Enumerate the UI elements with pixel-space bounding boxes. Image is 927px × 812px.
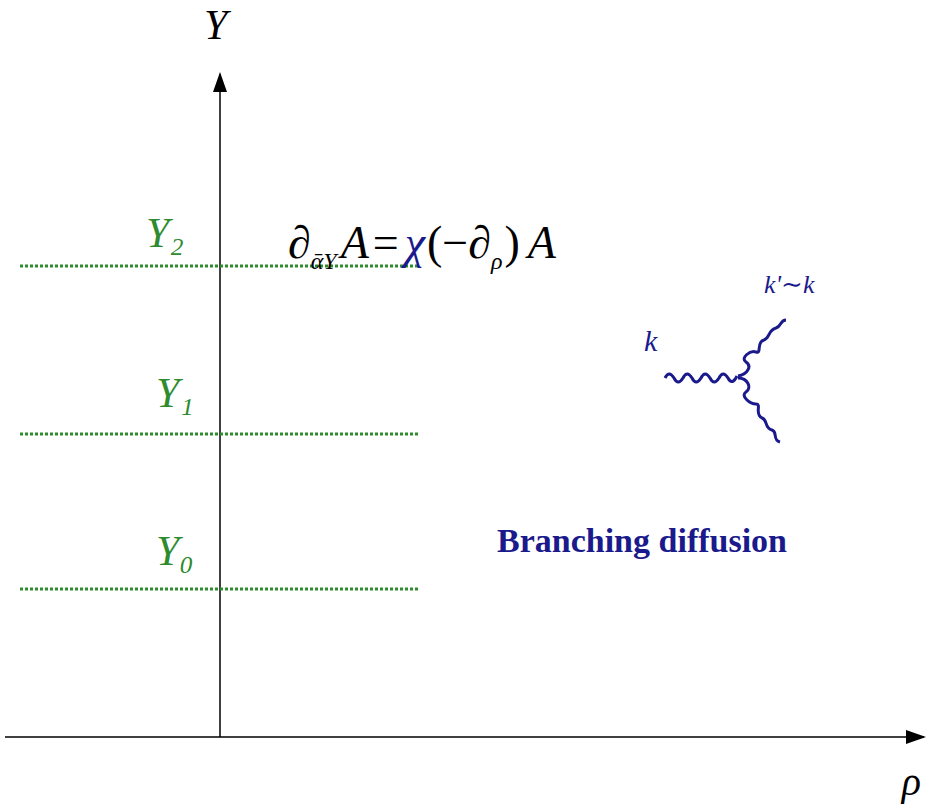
equation-part: χ: [405, 217, 425, 268]
equation-part: A: [341, 217, 369, 268]
momentum-label: k: [644, 326, 657, 356]
y-axis: [219, 74, 221, 737]
equation-part: (−∂: [427, 217, 491, 268]
process-label: Branching diffusion: [497, 524, 787, 558]
rapidity-label: Y₀: [156, 530, 194, 572]
rapidity-label: Y₂: [146, 212, 184, 254]
evolution-equation: ∂ᾱYA=χ(−∂ρ)A: [288, 220, 556, 273]
rapidity-label: Y₁: [156, 372, 194, 414]
axis-label: Y: [204, 4, 227, 46]
rapidity-levels: [20, 266, 420, 589]
equation-subscript: ρ: [491, 248, 503, 274]
axis-label: ρ: [902, 762, 921, 802]
momentum-label: k'∼k: [764, 272, 814, 298]
gluon-branching: [665, 320, 786, 442]
rho-axis: [5, 736, 924, 738]
equation-part: =: [373, 217, 399, 268]
equation-subscript: ᾱY: [311, 248, 337, 274]
equation-part: ∂: [288, 217, 311, 268]
equation-part: ): [505, 217, 520, 268]
equation-part: A: [528, 217, 556, 268]
